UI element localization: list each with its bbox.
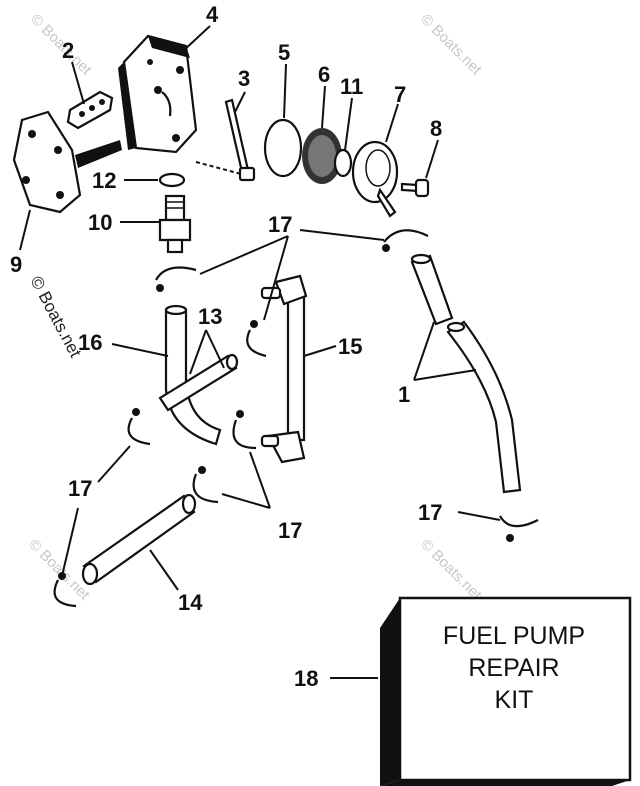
callout-15: 15 <box>338 334 362 359</box>
watermark-top-right: © Boats.net <box>417 11 485 79</box>
screw-part-3 <box>195 98 256 182</box>
hose-part-14 <box>81 493 197 586</box>
callout-17-right: 17 <box>418 500 442 525</box>
fitting-part-10 <box>158 194 192 254</box>
watermark-bottom-right: © Boats.net <box>417 536 485 604</box>
callout-13: 13 <box>198 304 222 329</box>
cover-part-7 <box>351 140 399 218</box>
callout-18: 18 <box>294 666 318 691</box>
kit-label-line2: REPAIR <box>468 654 559 682</box>
gasket-part-9 <box>12 110 122 214</box>
callout-4: 4 <box>206 2 219 27</box>
pump-body-part-4 <box>118 34 198 154</box>
callout-11: 11 <box>340 74 363 99</box>
callout-17-left: 17 <box>68 476 92 501</box>
hose-part-13 <box>158 353 239 412</box>
kit-label-line3: KIT <box>495 686 534 714</box>
callout-5: 5 <box>278 40 290 65</box>
callout-12: 12 <box>92 168 116 193</box>
callout-9: 9 <box>10 252 22 277</box>
repair-kit-box-part-18 <box>380 596 632 786</box>
callout-16: 16 <box>78 330 102 355</box>
callout-1: 1 <box>398 382 410 407</box>
callout-labels: 1 2 3 4 5 6 7 8 9 10 11 12 13 14 15 16 1… <box>10 2 442 691</box>
plate-part-2 <box>66 90 114 130</box>
clamps-part-17 <box>53 229 539 608</box>
callout-6: 6 <box>318 62 330 87</box>
callout-3: 3 <box>238 66 250 91</box>
callout-2: 2 <box>62 38 74 63</box>
callout-10: 10 <box>88 210 112 235</box>
o-ring-part-5 <box>263 118 303 178</box>
o-ring-part-11 <box>333 148 353 178</box>
kit-label-line1: FUEL PUMP <box>443 622 585 650</box>
callout-7: 7 <box>394 82 406 107</box>
watermark-main: © Boats.net <box>26 273 85 361</box>
leader-lines <box>19 25 501 679</box>
callout-14: 14 <box>178 590 203 615</box>
screw-part-8 <box>400 178 430 198</box>
hose-part-1 <box>410 253 522 494</box>
o-ring-part-12 <box>158 172 186 188</box>
callout-17-middle: 17 <box>278 518 302 543</box>
screen-part-6 <box>302 128 342 184</box>
callout-17-top: 17 <box>268 212 292 237</box>
callout-8: 8 <box>430 116 442 141</box>
